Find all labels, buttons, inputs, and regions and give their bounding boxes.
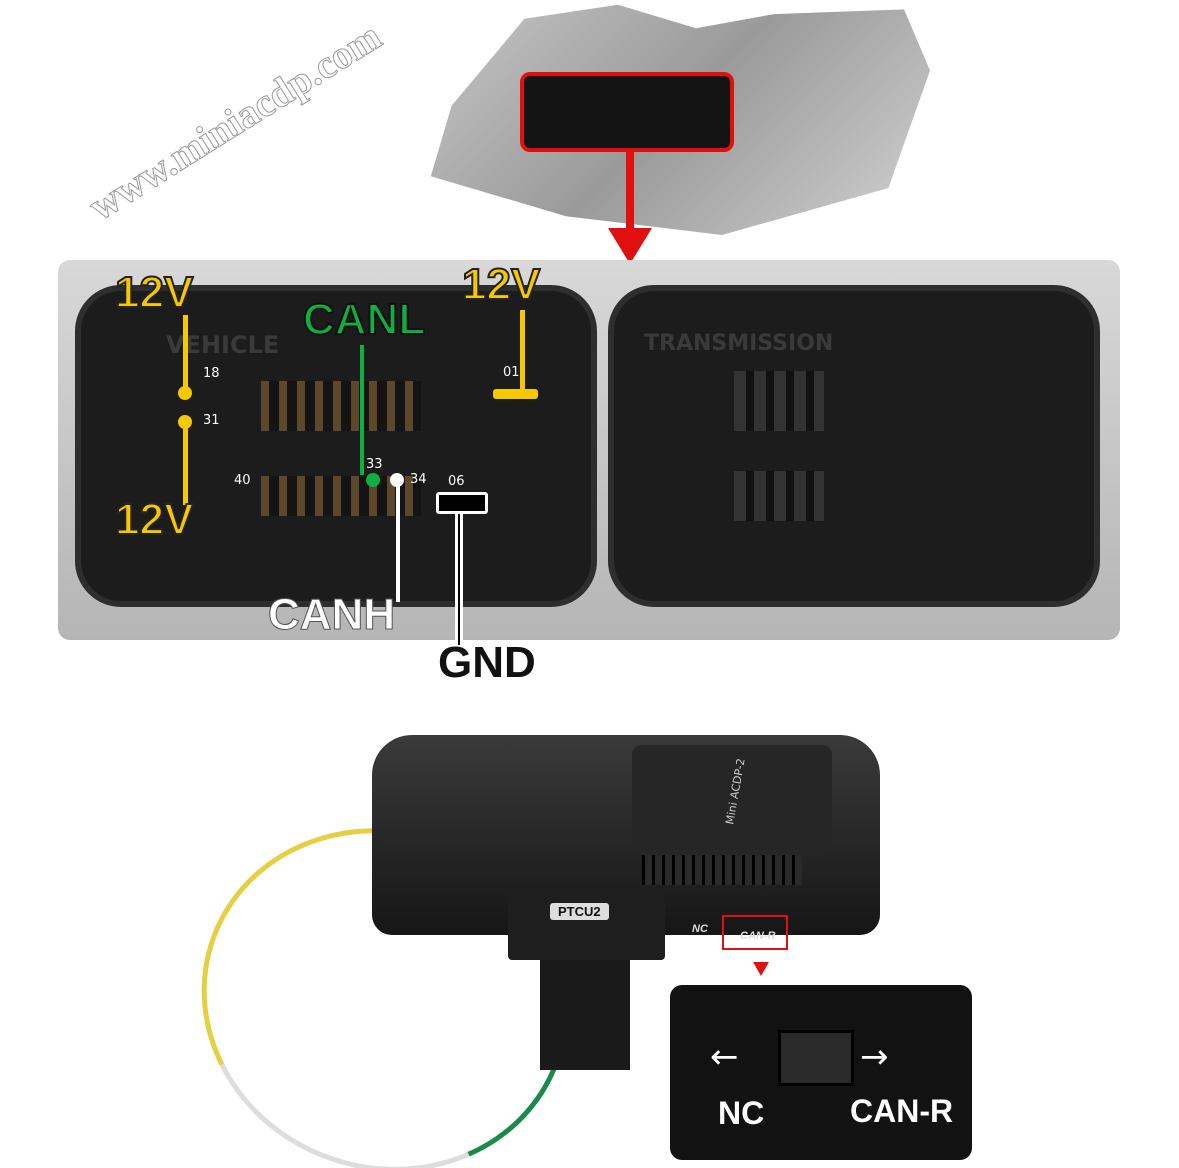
ptcu2-connector: PTCU2 xyxy=(508,895,665,960)
arrow-left-icon: ← xyxy=(710,1037,739,1077)
pin-34-dot xyxy=(390,473,404,487)
label-canl: CANL xyxy=(302,294,426,345)
arrow-down-icon xyxy=(626,152,634,230)
label-canh: CANH xyxy=(267,590,396,640)
pin-label: 34 xyxy=(410,472,427,487)
pin-block xyxy=(734,471,824,521)
transmission-housing: TRANSMISSION xyxy=(608,285,1100,607)
arrow-head-icon xyxy=(608,228,652,264)
pin-row xyxy=(261,381,421,431)
inset-label-nc: NC xyxy=(718,1095,765,1131)
label-12v: 12V xyxy=(114,267,194,318)
wire-canh xyxy=(396,482,400,602)
wire-12v-31 xyxy=(183,425,188,505)
connector-highlight-box xyxy=(520,72,734,152)
pin-block xyxy=(734,371,824,431)
pin-06-marker xyxy=(436,492,488,514)
port-label: PTCU2 xyxy=(550,903,609,920)
pin-label: 31 xyxy=(203,413,220,428)
cable-plug xyxy=(540,960,630,1070)
arrow-down-icon xyxy=(753,962,769,976)
switch-highlight-box xyxy=(722,915,788,950)
connector-closeup: VEHICLE TRANSMISSION xyxy=(58,260,1120,640)
pin-label: 01 xyxy=(503,365,520,380)
pin-18-dot xyxy=(178,386,192,400)
label-12v: 12V xyxy=(461,259,541,310)
label-gnd: GND xyxy=(438,638,536,687)
switch-label-nc: NC xyxy=(692,923,708,935)
pin-label: 33 xyxy=(366,457,383,472)
vehicle-housing: VEHICLE xyxy=(75,285,597,607)
wire-canl xyxy=(360,345,364,475)
switch-label-can-r: CAN-R xyxy=(740,930,776,942)
watermark: www.miniacdp.com xyxy=(80,13,389,230)
pin-label: 06 xyxy=(448,474,465,489)
pin-label: 40 xyxy=(234,473,251,488)
pin-33-dot xyxy=(366,473,380,487)
pin-label: 18 xyxy=(203,366,220,381)
inset-label-can-r: CAN-R xyxy=(850,1093,954,1129)
switch-closeup: ← → NC CAN-R xyxy=(670,985,972,1160)
label-12v: 12V xyxy=(114,494,194,545)
arrow-right-icon: → xyxy=(860,1037,889,1077)
pin-31-dot xyxy=(178,415,192,429)
slide-switch xyxy=(778,1030,854,1086)
wire-gnd xyxy=(455,505,463,645)
device-panel xyxy=(632,745,832,855)
wire-12v-01 xyxy=(520,310,525,395)
pin-01-marker xyxy=(493,389,538,399)
housing-label: TRANSMISSION xyxy=(644,331,834,356)
vent-icon xyxy=(642,855,802,885)
wire-12v-18 xyxy=(183,315,188,390)
